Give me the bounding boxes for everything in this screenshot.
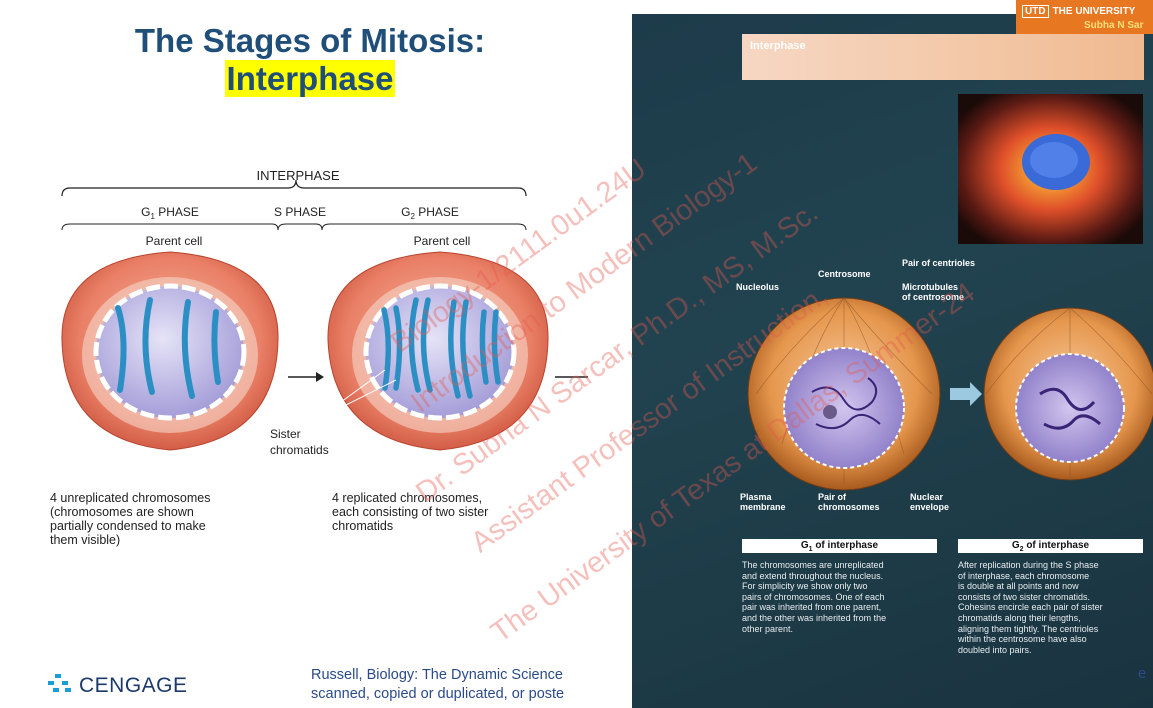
caption-left: 4 unreplicated chromosomes (chromosomes …: [50, 491, 211, 547]
fluorescence-micrograph: [958, 94, 1143, 244]
sister-label-line1: Sister: [270, 427, 301, 441]
sister-pointer-1: [329, 369, 386, 411]
slide-title: The Stages of Mitosis: Interphase: [60, 22, 560, 98]
svg-text:4 unreplicated chromosomes: 4 unreplicated chromosomes: [50, 491, 211, 505]
parent-cell-label-1: Parent cell: [146, 234, 203, 248]
sister-label-line2: chromatids: [270, 443, 329, 457]
g2-sister-chromatids: [381, 297, 501, 399]
g2-illustrated-cell: [983, 307, 1153, 481]
arrow-to-g2-illustration: [950, 382, 982, 406]
interphase-label: INTERPHASE: [256, 168, 339, 183]
title-line1: The Stages of Mitosis:: [134, 22, 486, 59]
g1-cell: [61, 251, 279, 451]
title-line2-highlighted: Interphase: [224, 60, 396, 97]
g2-nucleus: [363, 283, 517, 421]
s-bracket: [277, 223, 323, 231]
nucleolus-label: Nucleolus: [736, 282, 780, 292]
svg-text:partially condensed to make: partially condensed to make: [50, 519, 206, 533]
g2-cell: [327, 251, 549, 451]
svg-text:them visible): them visible): [50, 533, 120, 547]
utd-instructor-text: Subha N Sar: [1084, 20, 1144, 31]
g1-bracket: [61, 223, 279, 231]
g1-illustrated-cell: [747, 297, 941, 491]
citation-tail: e: [1138, 666, 1147, 682]
svg-text:each consisting of two sister: each consisting of two sister: [332, 505, 488, 519]
cengage-logo: CENGAGE: [45, 672, 188, 698]
g2-phase-label: G2 PHASE: [401, 205, 459, 221]
s-phase-label: S PHASE: [274, 205, 326, 219]
utd-university-text: THE UNIVERSITY: [1052, 6, 1136, 17]
utd-logo: UTD: [1022, 5, 1049, 18]
svg-text:4 replicated chromosomes,: 4 replicated chromosomes,: [332, 491, 482, 505]
interphase-diagram: INTERPHASE G1 PHASE S PHASE G2 PHASE Par…: [50, 168, 588, 547]
parent-cell-label-2: Parent cell: [414, 234, 471, 248]
svg-text:(chromosomes are shown: (chromosomes are shown: [50, 505, 194, 519]
arrow-g1-to-g2: [288, 372, 324, 382]
citation-text: Russell, Biology: The Dynamic Science sc…: [311, 667, 565, 702]
sister-pointer-2: [329, 379, 397, 414]
centrosome-label: Centrosome: [818, 269, 871, 279]
cells-illustration: [747, 297, 1153, 491]
cengage-mark-icon: [48, 674, 71, 692]
g1-of-interphase-heading: G1 of interphase: [742, 539, 937, 553]
interphase-bracket: [61, 179, 527, 197]
caption-right: 4 replicated chromosomes, each consistin…: [332, 491, 488, 533]
g1-nucleus: [93, 283, 247, 421]
g1-chromosomes: [115, 297, 221, 399]
g2-bracket: [321, 223, 527, 231]
svg-text:chromatids: chromatids: [332, 519, 393, 533]
cengage-wordmark: CENGAGE: [79, 674, 188, 697]
textbook-panel: Interphase Centrosome Pair of centrioles…: [632, 14, 1153, 708]
g1-phase-label: G1 PHASE: [141, 205, 199, 221]
interphase-banner: Interphase: [742, 34, 1144, 80]
g2-of-interphase-heading: G2 of interphase: [958, 539, 1143, 553]
pair-of-centrioles-label: Pair of centrioles: [902, 258, 976, 268]
